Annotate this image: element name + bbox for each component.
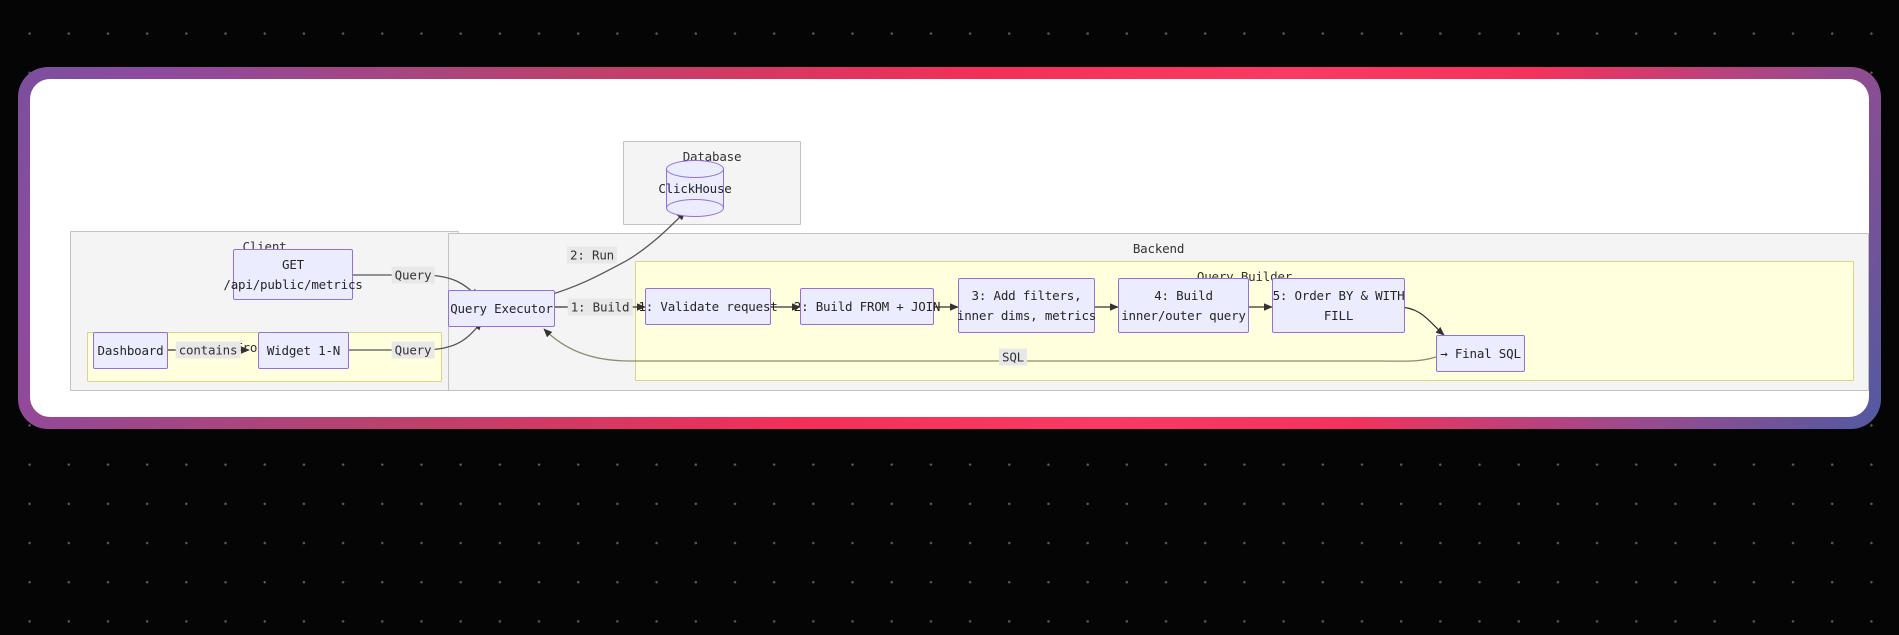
edge-label-build: 1: Build xyxy=(567,298,633,316)
node-step-3-line1: 3: Add filters, xyxy=(971,288,1082,304)
node-get-endpoint-line1: GET xyxy=(282,257,304,273)
node-final-sql-label: → Final SQL xyxy=(1440,345,1521,361)
node-step-4-line2: inner/outer query xyxy=(1121,307,1246,323)
diagram-canvas: Client Frontend Database Backend Query B… xyxy=(30,79,1869,417)
node-step-3[interactable]: 3: Add filters, inner dims, metrics xyxy=(956,278,1097,333)
node-step-5-line1: 5: Order BY & WITH xyxy=(1272,288,1405,304)
node-query-executor[interactable]: Query Executor xyxy=(448,290,555,327)
gradient-frame: Client Frontend Database Backend Query B… xyxy=(18,67,1881,429)
cluster-backend-label: Backend xyxy=(1132,241,1185,256)
node-clickhouse-label: ClickHouse xyxy=(658,181,732,196)
cylinder-top xyxy=(666,160,724,178)
node-step-1[interactable]: 1: Validate request xyxy=(638,288,778,325)
node-final-sql[interactable]: → Final SQL xyxy=(1436,335,1525,372)
node-clickhouse[interactable]: ClickHouse xyxy=(658,160,732,217)
edge-label-run: 2: Run xyxy=(567,246,617,264)
node-widget-label: Widget 1-N xyxy=(266,342,341,358)
node-widget[interactable]: Widget 1-N xyxy=(258,332,349,369)
edge-label-contains: contains xyxy=(175,341,241,359)
node-step-4-line1: 4: Build xyxy=(1154,288,1213,304)
edge-executor-clickhouse xyxy=(542,211,686,298)
node-step-4[interactable]: 4: Build inner/outer query xyxy=(1118,278,1249,333)
node-step-2[interactable]: 2: Build FROM + JOIN xyxy=(794,288,940,325)
node-query-executor-label: Query Executor xyxy=(450,300,553,316)
node-dashboard-label: Dashboard xyxy=(97,342,164,358)
node-step-2-label: 2: Build FROM + JOIN xyxy=(793,298,941,314)
edge-label-query-top: Query xyxy=(391,266,435,284)
node-step-1-label: 1: Validate request xyxy=(638,298,778,314)
edge-label-sql: SQL xyxy=(999,348,1027,366)
node-step-5[interactable]: 5: Order BY & WITH FILL xyxy=(1272,278,1405,333)
node-step-5-line2: FILL xyxy=(1323,307,1354,323)
cylinder-bottom xyxy=(666,199,724,217)
node-dashboard[interactable]: Dashboard xyxy=(93,332,168,369)
edge-label-query-bottom: Query xyxy=(391,341,435,359)
node-get-endpoint-line2: /api/public/metrics xyxy=(223,276,363,292)
node-get-endpoint[interactable]: GET /api/public/metrics xyxy=(223,249,363,300)
node-step-3-line2: inner dims, metrics xyxy=(956,307,1097,323)
edge-finalsql-executor xyxy=(543,328,1443,362)
